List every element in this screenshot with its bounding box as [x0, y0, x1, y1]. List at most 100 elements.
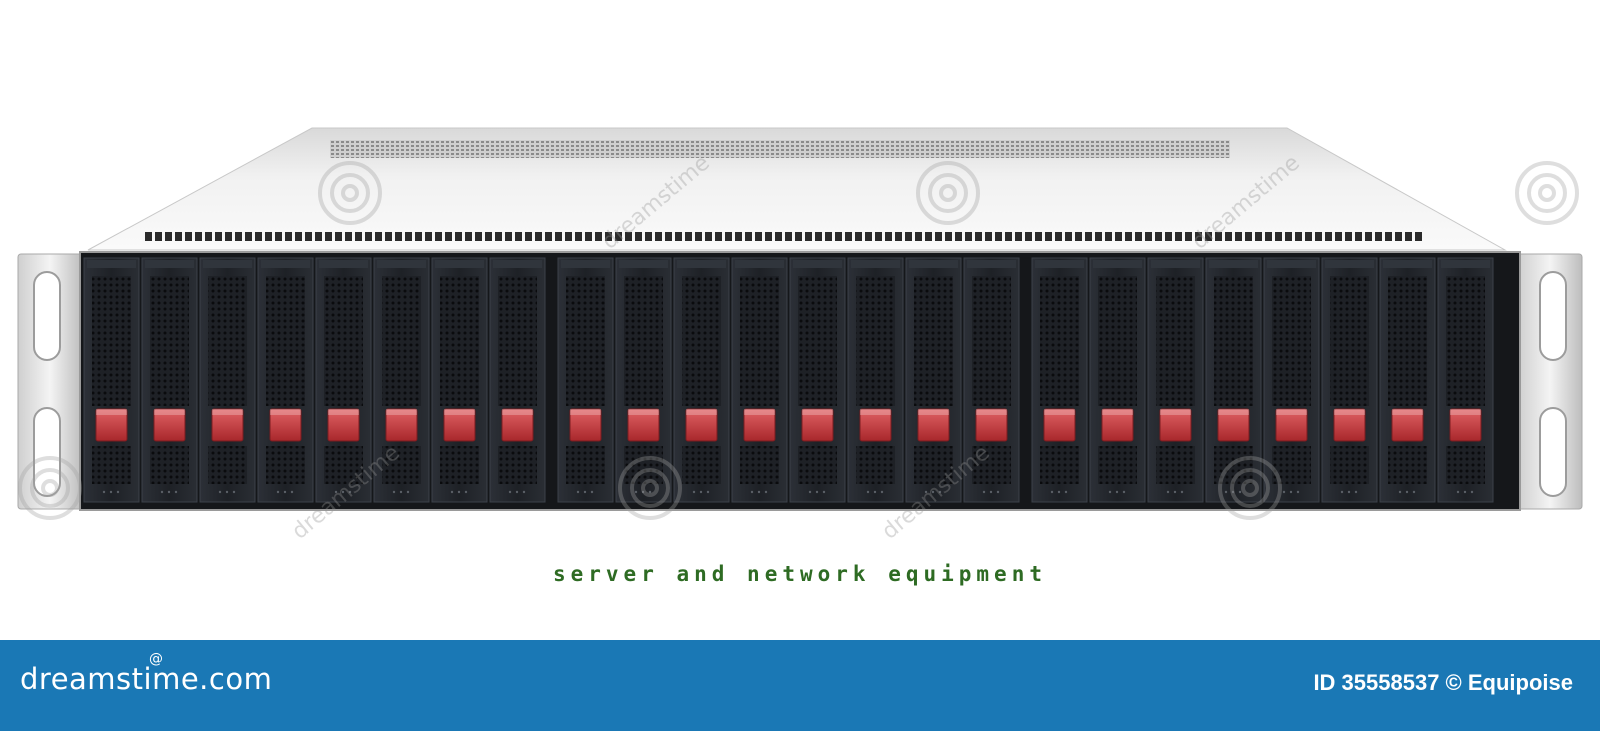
- drive-bay[interactable]: [789, 257, 846, 503]
- vent-slot: [995, 232, 1002, 241]
- vent-slot: [1115, 232, 1122, 241]
- drive-release-handle[interactable]: [801, 408, 834, 442]
- drive-release-handle[interactable]: [1391, 408, 1424, 442]
- vent-slot: [1025, 232, 1032, 241]
- vent-slot: [1155, 232, 1162, 241]
- chassis-top: [87, 127, 1507, 251]
- drive-bay[interactable]: [731, 257, 788, 503]
- top-vent-grille: [330, 140, 1230, 158]
- drive-release-handle[interactable]: [1333, 408, 1366, 442]
- drive-release-handle[interactable]: [627, 408, 660, 442]
- vent-slot: [1205, 232, 1212, 241]
- drive-release-handle[interactable]: [1101, 408, 1134, 442]
- drive-release-handle[interactable]: [1449, 408, 1482, 442]
- vent-slot: [955, 232, 962, 241]
- vent-slot: [385, 232, 392, 241]
- drive-release-handle[interactable]: [501, 408, 534, 442]
- vent-slot: [595, 232, 602, 241]
- drive-bay[interactable]: [1089, 257, 1146, 503]
- drive-bay[interactable]: [905, 257, 962, 503]
- drive-bay[interactable]: [257, 257, 314, 503]
- drive-bay[interactable]: [83, 257, 140, 503]
- brand-logo: dreamstime.com @: [20, 651, 272, 696]
- vent-slot: [1125, 232, 1132, 241]
- drive-bay[interactable]: [963, 257, 1020, 503]
- vent-slot: [685, 232, 692, 241]
- drive-bay[interactable]: [557, 257, 614, 503]
- drive-release-handle[interactable]: [327, 408, 360, 442]
- drive-release-handle[interactable]: [1159, 408, 1192, 442]
- vent-slot: [175, 232, 182, 241]
- drive-release-handle[interactable]: [917, 408, 950, 442]
- drive-bay[interactable]: [1437, 257, 1494, 503]
- drive-bay[interactable]: [431, 257, 488, 503]
- drive-release-handle[interactable]: [1275, 408, 1308, 442]
- drive-bay[interactable]: [615, 257, 672, 503]
- vent-slot: [495, 232, 502, 241]
- vent-slot: [745, 232, 752, 241]
- vent-slot: [1075, 232, 1082, 241]
- drive-bay[interactable]: [847, 257, 904, 503]
- image-credit: ID 35558537 © Equipoise: [1313, 670, 1573, 695]
- swirl-logo-icon: @: [149, 651, 164, 667]
- drive-bay[interactable]: [489, 257, 546, 503]
- drive-bay[interactable]: [373, 257, 430, 503]
- vent-slot: [1135, 232, 1142, 241]
- drive-release-handle[interactable]: [1043, 408, 1076, 442]
- vent-slot: [145, 232, 152, 241]
- vent-slot: [1405, 232, 1412, 241]
- drive-release-handle[interactable]: [269, 408, 302, 442]
- vent-slot: [1415, 232, 1422, 241]
- vent-slot: [1245, 232, 1252, 241]
- vent-slot: [205, 232, 212, 241]
- drive-release-handle[interactable]: [569, 408, 602, 442]
- drive-release-handle[interactable]: [153, 408, 186, 442]
- vent-slot: [1065, 232, 1072, 241]
- vent-slot: [405, 232, 412, 241]
- vent-slot: [675, 232, 682, 241]
- drive-bays: [83, 257, 1494, 503]
- drive-bay[interactable]: [1263, 257, 1320, 503]
- vent-slot: [335, 232, 342, 241]
- drive-bay[interactable]: [315, 257, 372, 503]
- drive-release-handle[interactable]: [95, 408, 128, 442]
- vent-slot: [935, 232, 942, 241]
- vent-slot: [315, 232, 322, 241]
- vent-slot: [805, 232, 812, 241]
- vent-slot: [425, 232, 432, 241]
- drive-bay[interactable]: [673, 257, 730, 503]
- vent-slot: [755, 232, 762, 241]
- drive-bay[interactable]: [1031, 257, 1088, 503]
- vent-slot: [565, 232, 572, 241]
- vent-slot: [785, 232, 792, 241]
- vent-slot: [195, 232, 202, 241]
- drive-bay[interactable]: [1379, 257, 1436, 503]
- vent-slot: [1145, 232, 1152, 241]
- server-illustration: [17, 127, 1583, 520]
- drive-release-handle[interactable]: [685, 408, 718, 442]
- drive-bay[interactable]: [199, 257, 256, 503]
- drive-release-handle[interactable]: [443, 408, 476, 442]
- vent-slot: [615, 232, 622, 241]
- vent-slot: [535, 232, 542, 241]
- drive-release-handle[interactable]: [859, 408, 892, 442]
- drive-bay[interactable]: [141, 257, 198, 503]
- drive-release-handle[interactable]: [211, 408, 244, 442]
- vent-slot: [1055, 232, 1062, 241]
- vent-slot: [665, 232, 672, 241]
- drive-release-handle[interactable]: [385, 408, 418, 442]
- drive-release-handle[interactable]: [743, 408, 776, 442]
- drive-bay[interactable]: [1205, 257, 1262, 503]
- drive-release-handle[interactable]: [975, 408, 1008, 442]
- vent-slot: [1305, 232, 1312, 241]
- vent-slot: [905, 232, 912, 241]
- vent-slot: [1255, 232, 1262, 241]
- vent-slot: [895, 232, 902, 241]
- vent-slot: [845, 232, 852, 241]
- drive-release-handle[interactable]: [1217, 408, 1250, 442]
- drive-bay[interactable]: [1147, 257, 1204, 503]
- vent-slot: [915, 232, 922, 241]
- vent-slot: [185, 232, 192, 241]
- drive-bay[interactable]: [1321, 257, 1378, 503]
- vent-slot: [875, 232, 882, 241]
